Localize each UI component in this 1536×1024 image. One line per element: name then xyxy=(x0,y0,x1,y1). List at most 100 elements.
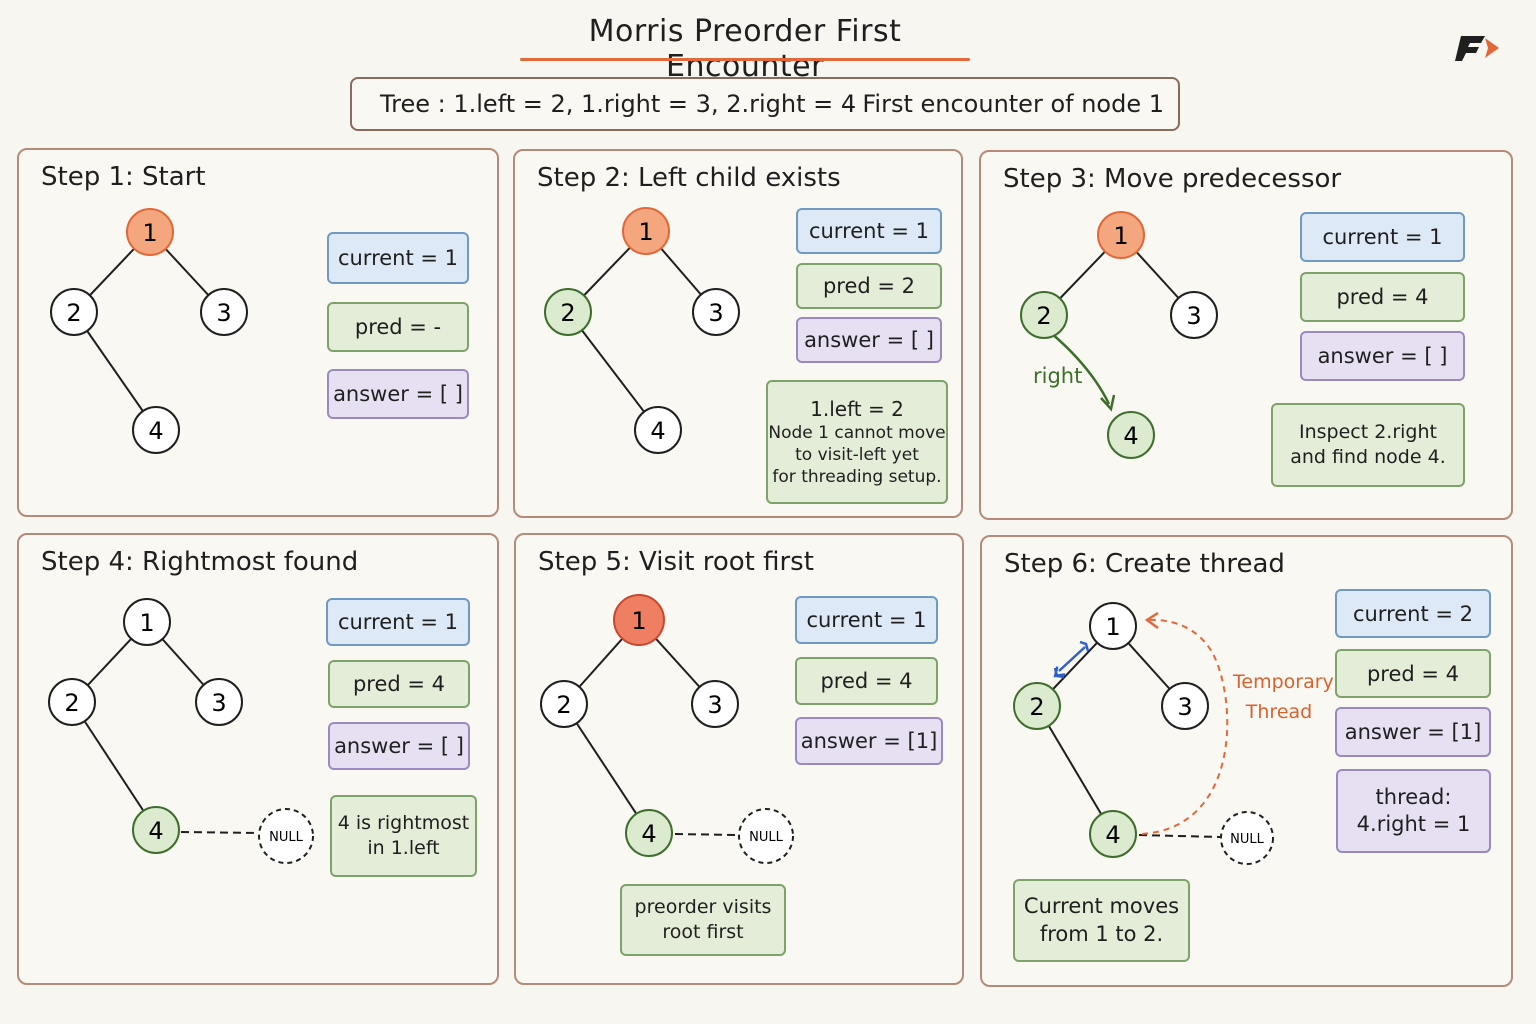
tree-diagram: 1 2 3 4 NULL xyxy=(48,598,314,864)
step-5-panel: Step 5: Visit root first 1 2 3 4 NULL cu… xyxy=(514,533,964,985)
tree-node-3: 3 xyxy=(1161,682,1209,730)
pred-var-box: pred = 2 xyxy=(796,263,942,309)
note-line: Node 1 cannot move xyxy=(768,422,946,443)
svg-text:2: 2 xyxy=(556,691,571,719)
step-2-panel: Step 2: Left child exists 1 2 3 4 curren… xyxy=(513,149,963,518)
current-var-box: current = 2 xyxy=(1335,589,1491,638)
svg-text:3: 3 xyxy=(708,299,723,327)
svg-text:2: 2 xyxy=(1029,693,1044,721)
tree-node-4: 4 xyxy=(1089,810,1137,858)
step-title: Step 2: Left child exists xyxy=(537,163,841,193)
tree-diagram: 1 2 3 4 xyxy=(50,208,248,454)
tree-node-1: 1 xyxy=(613,594,665,646)
svg-text:2: 2 xyxy=(560,299,575,327)
svg-text:1: 1 xyxy=(1113,222,1128,250)
svg-text:2: 2 xyxy=(64,689,79,717)
tree-node-2: 2 xyxy=(1020,291,1068,339)
temporary-thread-arrow xyxy=(1141,618,1229,835)
note-line: and find node 4. xyxy=(1290,446,1446,468)
tree-node-3: 3 xyxy=(692,288,740,336)
title-underline xyxy=(520,58,970,61)
pred-var-box: pred = 4 xyxy=(1300,272,1465,322)
page-title: Morris Preorder First Encounter xyxy=(588,14,902,84)
explanation-note: 4 is rightmost in 1.left xyxy=(330,795,477,877)
note-line: to visit-left yet xyxy=(795,444,919,465)
svg-text:3: 3 xyxy=(1177,693,1192,721)
tree-diagram: 1 2 3 4 NULL xyxy=(540,594,794,864)
svg-text:4: 4 xyxy=(148,417,163,445)
tree-node-1: 1 xyxy=(1089,602,1137,650)
svg-text:2: 2 xyxy=(66,299,81,327)
thread-box-line: thread: xyxy=(1375,784,1452,809)
tree-node-3: 3 xyxy=(195,678,243,726)
explanation-note: Inspect 2.right and find node 4. xyxy=(1271,403,1465,487)
answer-var-box: answer = [1] xyxy=(795,717,943,765)
tree-node-1: 1 xyxy=(126,208,174,256)
step-title: Step 5: Visit root first xyxy=(538,547,814,577)
svg-text:1: 1 xyxy=(142,219,157,247)
tree-node-4: 4 xyxy=(634,406,682,454)
answer-var-box: answer = [ ] xyxy=(1300,331,1465,381)
tree-node-1: 1 xyxy=(622,207,670,255)
answer-var-box: answer = [ ] xyxy=(796,317,942,363)
tree-node-2: 2 xyxy=(544,288,592,336)
note-line: preorder visits xyxy=(634,896,772,919)
svg-text:1: 1 xyxy=(1105,613,1120,641)
note-line: in 1.left xyxy=(367,837,440,859)
svg-text:NULL: NULL xyxy=(269,830,303,845)
step-6-panel: Step 6: Create thread 1 2 3 4 xyxy=(980,535,1513,987)
null-node: NULL xyxy=(738,808,794,864)
tree-node-3: 3 xyxy=(691,680,739,728)
note-line: Inspect 2.right xyxy=(1298,421,1437,444)
thread-box-line: 4.right = 1 xyxy=(1356,812,1471,836)
answer-var-box: answer = [1] xyxy=(1335,707,1491,757)
tree-node-4: 4 xyxy=(132,806,180,854)
current-var-box: current = 1 xyxy=(1300,212,1465,262)
step-title: Step 3: Move predecessor xyxy=(1003,164,1342,194)
tree-node-3: 3 xyxy=(1170,291,1218,339)
thread-label-line: Thread xyxy=(1245,701,1313,724)
note-line: root first xyxy=(662,921,744,943)
tree-node-4: 4 xyxy=(132,406,180,454)
tree-diagram: 1 2 3 4 NULL xyxy=(1013,602,1274,865)
svg-text:3: 3 xyxy=(216,299,231,327)
explanation-note: Current moves from 1 to 2. xyxy=(1013,879,1190,962)
step-1-panel: Step 1: Start 1 2 3 4 current = 1 pred =… xyxy=(17,148,499,517)
answer-var-box: answer = [ ] xyxy=(328,722,470,770)
tree-node-4: 4 xyxy=(625,809,673,857)
svg-text:3: 3 xyxy=(211,689,226,717)
svg-text:3: 3 xyxy=(707,691,722,719)
step-3-panel: Step 3: Move predecessor 1 2 3 4 right c… xyxy=(979,150,1513,520)
tree-diagram: 1 2 3 4 xyxy=(1020,211,1218,459)
explanation-note: 1.left = 2 Node 1 cannot move to visit-l… xyxy=(766,380,948,504)
pred-var-box: pred = - xyxy=(327,302,469,352)
svg-text:3: 3 xyxy=(1186,302,1201,330)
tree-node-2: 2 xyxy=(1013,682,1061,730)
svg-text:4: 4 xyxy=(650,417,665,445)
tree-node-3: 3 xyxy=(200,288,248,336)
temporary-thread-label: Temporary Thread xyxy=(1233,667,1334,728)
tree-definition: Tree : 1.left = 2, 1.right = 3, 2.right … xyxy=(380,90,857,118)
step-title: Step 4: Rightmost found xyxy=(41,547,359,577)
answer-var-box: answer = [ ] xyxy=(327,369,469,419)
svg-text:4: 4 xyxy=(1105,821,1120,849)
pred-var-box: pred = 4 xyxy=(795,657,938,705)
step-title: Step 1: Start xyxy=(41,162,206,192)
tree-node-1: 1 xyxy=(123,598,171,646)
svg-text:4: 4 xyxy=(148,817,163,845)
svg-text:1: 1 xyxy=(638,218,653,246)
note-line: 1.left = 2 xyxy=(810,396,904,421)
thread-label-line: Temporary xyxy=(1233,671,1334,693)
tree-node-4: 4 xyxy=(1107,411,1155,459)
svg-text:NULL: NULL xyxy=(749,830,783,845)
tree-node-2: 2 xyxy=(48,678,96,726)
thread-var-box: thread: 4.right = 1 xyxy=(1336,769,1491,853)
svg-text:1: 1 xyxy=(139,609,154,637)
brand-logo xyxy=(1455,36,1499,61)
tree-definition-banner: Tree : 1.left = 2, 1.right = 3, 2.right … xyxy=(350,77,1180,131)
tree-node-2: 2 xyxy=(50,288,98,336)
current-var-box: current = 1 xyxy=(326,598,470,646)
note-line: 4 is rightmost xyxy=(337,812,470,835)
current-var-box: current = 1 xyxy=(796,208,942,254)
null-node: NULL xyxy=(258,808,314,864)
